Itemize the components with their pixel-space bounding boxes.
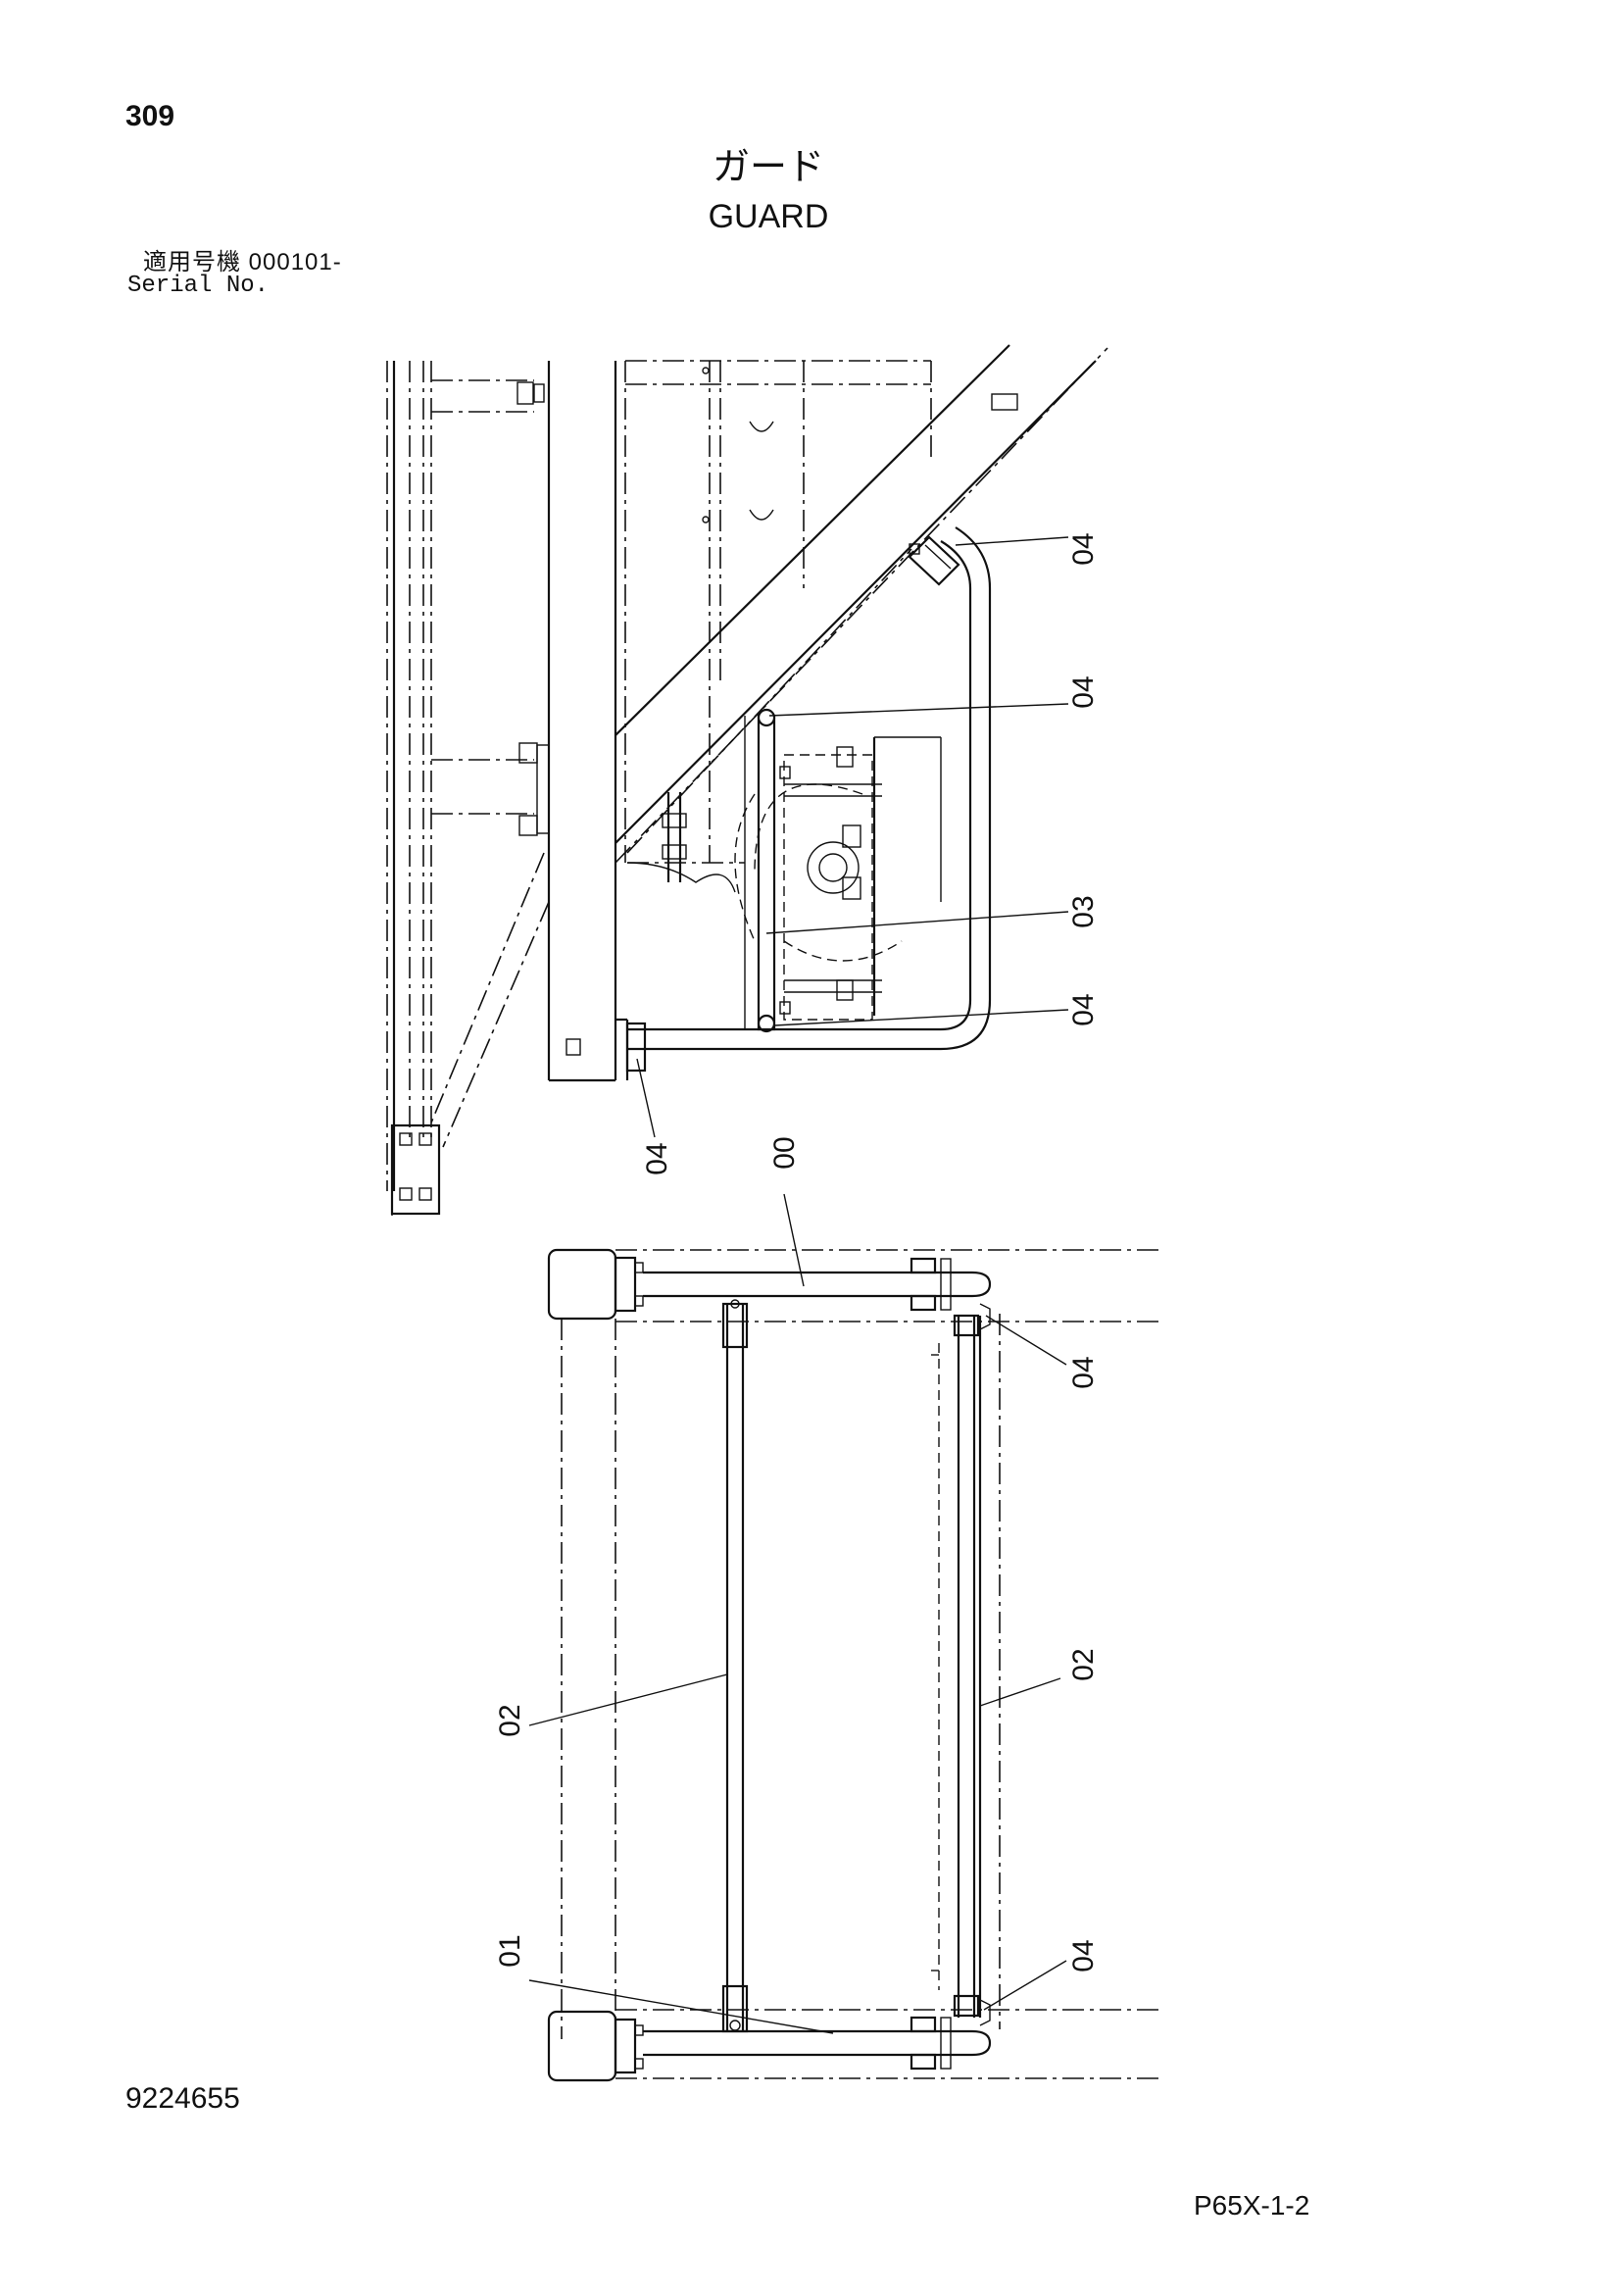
callout-04-top: 04: [1067, 532, 1100, 565]
callout-04-mid: 04: [1067, 675, 1100, 708]
callout-00: 00: [768, 1136, 801, 1169]
document-number: 9224655: [125, 2082, 240, 2115]
page-number: 309: [125, 100, 175, 132]
callout-04-lower-right: 04: [1067, 1939, 1100, 1972]
callout-02-right: 02: [1067, 1648, 1100, 1680]
callout-04-bottom: 04: [641, 1142, 673, 1174]
page-code: P65X-1-2: [1194, 2190, 1310, 2221]
callout-04-lower: 04: [1067, 993, 1100, 1025]
title-japanese: ガード: [712, 147, 824, 188]
callout-01: 01: [494, 1934, 526, 1967]
serial-label-english: Serial No.: [127, 273, 270, 299]
upper-assembly-view: 04 04 03 04 04: [386, 344, 1108, 1216]
serial-label-japanese: 適用号機 000101-: [143, 249, 342, 275]
title-english: GUARD: [708, 198, 829, 235]
callout-02-left: 02: [494, 1704, 526, 1736]
lower-assembly-view: 00 04 02 02 01 04: [494, 1136, 1164, 2082]
callout-04-upper-right: 04: [1067, 1356, 1100, 1388]
callout-03: 03: [1067, 895, 1100, 927]
